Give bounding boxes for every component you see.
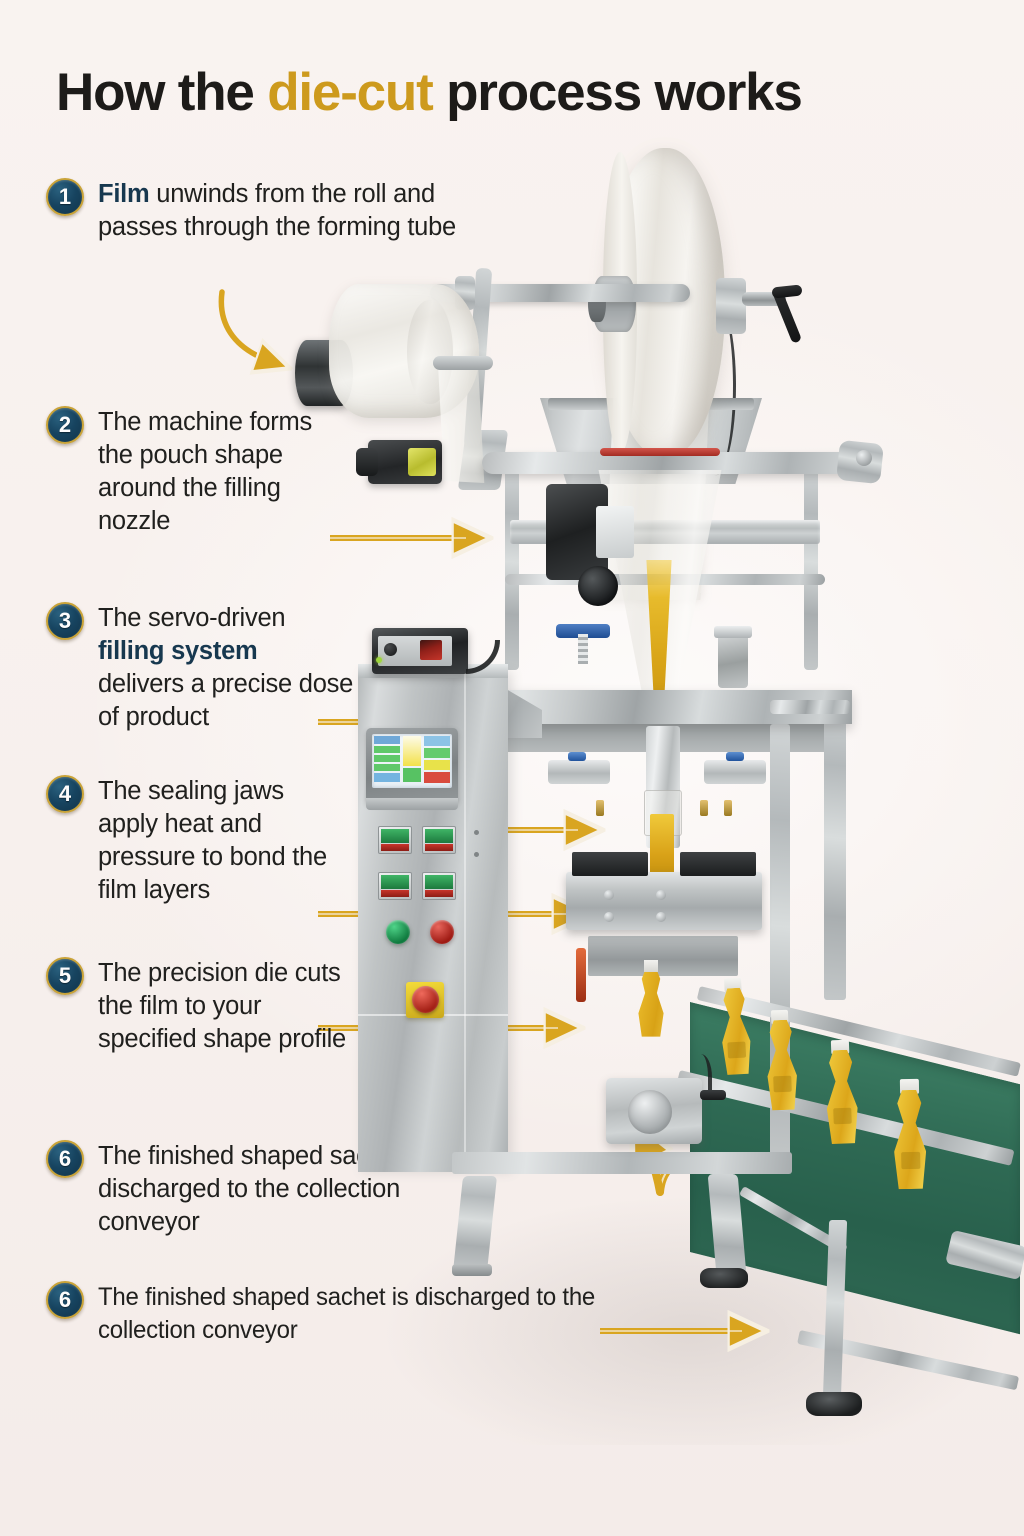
cross-bar-end-knob [856,450,872,466]
sachet-at-die [630,960,672,1046]
step-badge-2: 2 [46,406,84,444]
roll-clamp [716,278,746,334]
clamp-lever-head [771,284,803,299]
pump-flange [628,1090,672,1134]
step-badge-6-repeat: 6 [46,1281,84,1319]
top-cross-bar [482,452,874,474]
step-callout-4: 4 The sealing jaws apply heat and pressu… [46,775,346,908]
jaw-bolt-4 [656,912,666,922]
page-title: How the die-cut process works [56,62,956,123]
die-cut-station [588,936,738,976]
step-3-bold: filling system [98,637,258,666]
step-text-6-repeat: The finished shaped sachet is discharged… [98,1283,596,1344]
step-text-1: Film unwinds from the roll and passes th… [98,178,476,244]
temp-controller-1[interactable] [378,826,412,854]
hmi-base [366,798,458,810]
hmi-touchscreen[interactable] [372,734,452,788]
roll-cable [700,296,736,476]
title-prefix: How the [56,63,268,122]
brass-fitting-1 [596,800,604,816]
emergency-stop-button[interactable] [412,986,439,1013]
sachet-on-belt-4 [884,1078,936,1201]
cabinet-seam-2 [464,672,466,1172]
step-badge-6: 6 [46,1140,84,1178]
step-callout-3: 3 The servo-driven filling system delive… [46,602,356,735]
cabinet-rivet-2 [474,852,479,857]
nozzle-accessory [718,632,748,688]
step-text-2: The machine forms the pouch shape around… [98,408,312,536]
temp-controller-2[interactable] [422,826,456,854]
step-callout-1: 1 Film unwinds from the roll and passes … [46,178,476,244]
title-highlight: die-cut [267,63,434,122]
nozzle-accessory-cap [714,626,752,638]
jaw-carrier-left [572,852,648,876]
film-shaft [430,284,690,302]
step-1-rest: unwinds from the roll and passes through… [98,180,456,242]
jaw-bolt-3 [604,912,614,922]
pneumatic-fitting-blue-left [568,752,586,761]
pump-cable-run [690,1054,712,1100]
jaw-bolt-2 [656,890,666,900]
sachet-on-belt-2 [757,1009,806,1121]
step-text-3: The servo-driven filling system delivers… [98,602,356,735]
temp-controller-3[interactable] [378,872,412,900]
step-badge-4: 4 [46,775,84,813]
valve-stem [578,634,588,664]
cabinet-rivet-1 [474,830,479,835]
controller-display [420,640,442,660]
step-callout-2: 2 The machine forms the pouch shape arou… [46,406,346,539]
pneumatic-cylinder-left [548,760,610,784]
title-suffix: process works [432,63,803,122]
lower-frame-beam [452,1152,792,1174]
film-roll-large [588,148,725,458]
temp-controller-4[interactable] [422,872,456,900]
step-badge-3: 3 [46,602,84,640]
step-text-5: The precision die cuts the film to your … [98,959,346,1054]
stop-button[interactable] [430,920,454,944]
film-sensor-barrel [356,448,378,476]
pneumatic-valve-blue [556,624,610,638]
pump-cable [700,1090,726,1100]
step-badge-5: 5 [46,957,84,995]
frame-post-left [505,470,519,670]
jaw-bolt-1 [604,890,614,900]
step-callout-5: 5 The precision die cuts the film to you… [46,957,346,1056]
lower-frame-upright-inner [824,700,846,1000]
upper-guard-rail [770,700,850,714]
step-badge-1: 1 [46,178,84,216]
step-callout-6: 6 The finished shaped sachet is discharg… [46,1140,446,1239]
film-sensor-window [408,448,436,476]
sealing-jaws [566,872,762,930]
conveyor-leg-foot [806,1392,862,1416]
step-3-line-1: The servo-driven [98,604,286,632]
servo-pulley [578,566,618,606]
step-text-4: The sealing jaws apply heat and pressure… [98,777,327,905]
sachet-on-belt-3 [816,1039,868,1155]
pneumatic-cylinder-right [704,760,766,784]
controller-led [376,657,382,663]
brass-fitting-3 [724,800,732,816]
cross-bar-accent [600,448,720,456]
controller-knob [384,643,397,656]
brass-fitting-2 [700,800,708,816]
sachet-on-belt-1 [712,977,761,1085]
servo-mount-plate [596,506,634,558]
film-roll-feeding [295,278,493,483]
machine-foot-left-pad [452,1264,492,1276]
step-callout-6-repeat: 6 The finished shaped sachet is discharg… [46,1281,626,1346]
jaw-carrier-right [680,852,756,876]
pneumatic-fitting-blue-right [726,752,744,761]
start-button[interactable] [386,920,410,944]
product-in-tube [650,814,674,882]
step-3-line-3: delivers a precise [98,670,292,699]
step-3-line-4: dose of product [98,670,354,732]
step-1-bold-lead: Film [98,180,150,208]
frame-post-right [804,470,818,670]
machine-foot-mid-pad [700,1268,748,1288]
sensor-rod-orange [576,948,586,1002]
